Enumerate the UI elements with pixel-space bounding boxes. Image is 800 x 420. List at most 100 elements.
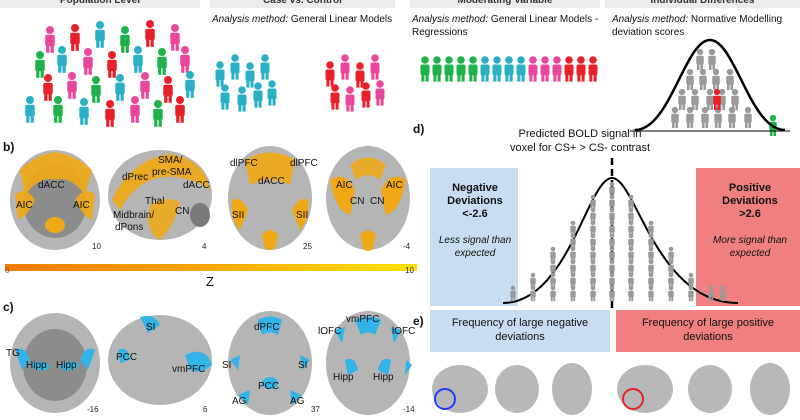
person-figure (260, 54, 270, 80)
person-figure (267, 80, 277, 106)
negative-deviation-desc: Less signal than expected (438, 235, 512, 259)
person-figure (516, 56, 526, 82)
method-moderating: Analysis method: General Linear Models -… (412, 14, 599, 38)
person-figure (530, 272, 536, 289)
person-figure (456, 56, 466, 82)
label-c2-si: SI (146, 322, 156, 333)
person-figure (609, 181, 615, 198)
person-figure (145, 20, 155, 47)
negative-deviation-title: Negative Deviations <-2.6 (447, 182, 503, 220)
person-figure (628, 194, 634, 211)
person-figure (140, 72, 150, 99)
person-figure (552, 56, 562, 82)
header-moderating: Moderating Variable (410, 0, 600, 8)
person-figure (728, 106, 736, 128)
positive-deviation-desc: More signal than expected (713, 235, 787, 259)
label-b4-cn-r: CN (370, 196, 385, 207)
person-figure (712, 68, 720, 90)
slice-c4: -14 (403, 405, 415, 414)
label-c1-hipp-r: Hipp (56, 360, 77, 371)
person-figure (708, 48, 716, 70)
panel-b-brains (10, 146, 410, 251)
label-b2-sma: SMA/ (158, 155, 183, 166)
person-figure (35, 51, 45, 78)
positive-deviation-title: Positive Deviations >2.6 (722, 182, 778, 220)
person-figure (107, 51, 117, 78)
header-case-control: Case vs. Control (210, 0, 395, 8)
label-b4-cn-l: CN (350, 196, 365, 207)
person-figure (43, 74, 53, 101)
person-figure (720, 285, 726, 302)
label-b2-thal: Thal (145, 196, 165, 207)
label-c3-si-l: SI (222, 360, 232, 371)
person-figure (708, 285, 714, 302)
person-figure (375, 80, 385, 106)
person-figure (253, 82, 263, 108)
label-b1-aic-l: AIC (16, 200, 33, 211)
person-figure (590, 259, 596, 276)
person-figure (492, 56, 502, 82)
person-figure (504, 56, 514, 82)
label-b3-dlpfc-r: dlPFC (290, 158, 318, 169)
person-figure (237, 86, 247, 112)
person-figure (686, 68, 694, 90)
person-figure (175, 96, 185, 123)
colorbar-max: 10 (405, 266, 414, 275)
panel-e-label: e) (413, 314, 424, 328)
label-c1-hipp-l: Hipp (26, 360, 47, 371)
label-c2-vmpfc: vmPFC (172, 364, 206, 375)
person-figure (686, 106, 694, 128)
person-figure (648, 246, 654, 263)
person-figure (185, 71, 195, 98)
person-figure (432, 56, 442, 82)
person-figure (468, 56, 478, 82)
slice-c1: -16 (87, 405, 99, 414)
person-figure (105, 100, 115, 127)
person-figure (163, 76, 173, 103)
person-figure (701, 106, 709, 128)
person-figure (91, 76, 101, 103)
person-figure (361, 82, 371, 108)
colorbar-label: Z (206, 274, 214, 289)
panel-e-brains (432, 363, 790, 415)
person-figure (220, 84, 230, 110)
label-b2-cn: CN (175, 206, 190, 217)
person-figure (95, 21, 105, 48)
header-population: Population Level (0, 0, 200, 8)
person-figure (245, 62, 255, 88)
person-figure (70, 24, 80, 51)
method-control: Analysis method: General Linear Models (212, 14, 393, 25)
person-figure (120, 26, 130, 53)
label-c4-vmpfc: vmPFC (346, 314, 380, 325)
person-figure (25, 96, 35, 123)
label-b2-presma: pre-SMA (152, 167, 192, 178)
positive-deviation-box (696, 168, 800, 306)
person-figure (133, 46, 143, 73)
normative-curve-small (630, 38, 790, 132)
slice-b2: 4 (202, 242, 207, 251)
person-figure (420, 56, 430, 82)
panel-c-brains (10, 311, 412, 415)
negative-deviation-box (430, 168, 518, 306)
person-figure (325, 61, 335, 87)
slice-b3: 25 (303, 242, 312, 251)
panel-c-label: c) (3, 300, 14, 314)
label-b1-dacc: dACC (38, 180, 65, 191)
person-figure (678, 88, 686, 110)
person-figure (699, 68, 707, 90)
label-b3-sii-r: SII (296, 210, 309, 221)
person-figure (696, 48, 704, 70)
person-figure (576, 56, 586, 82)
person-figure (444, 56, 454, 82)
header-individual: Individual Differences (605, 0, 800, 8)
person-figure (540, 56, 550, 82)
label-b4-aic-r: AIC (386, 180, 403, 191)
label-c4-lofc-r: lOFC (392, 326, 416, 337)
brain-axial-minus4 (326, 146, 410, 250)
slice-c2: 6 (203, 405, 208, 414)
person-figure (345, 86, 355, 112)
person-figure (731, 88, 739, 110)
person-figure (744, 106, 752, 128)
person-figure (588, 56, 598, 82)
person-figure (130, 96, 140, 123)
